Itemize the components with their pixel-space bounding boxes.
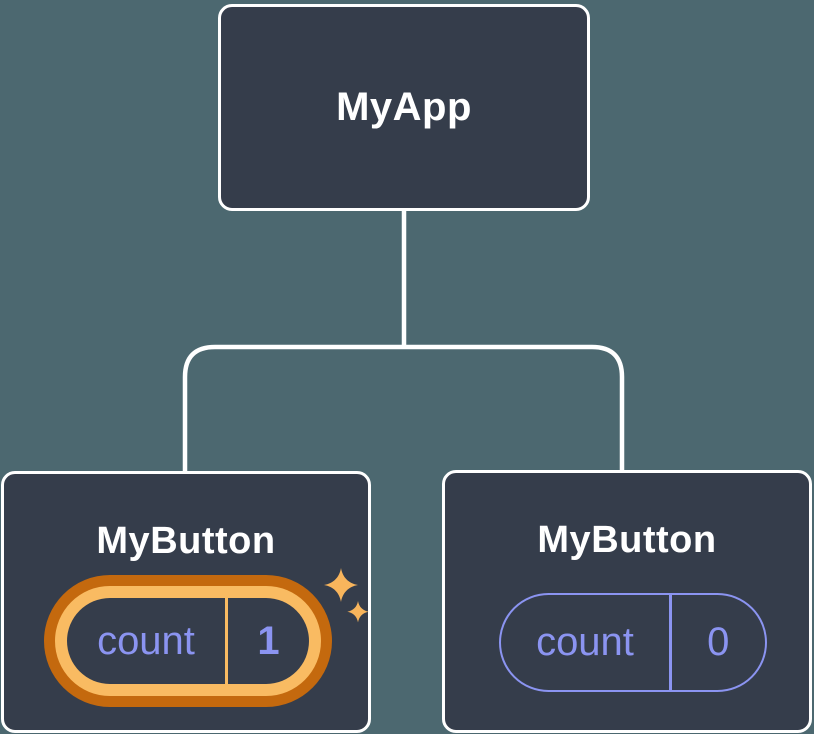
node-mybutton-right: MyButton count 0 (442, 470, 812, 733)
state-key: count (97, 618, 195, 663)
node-myapp: MyApp (218, 4, 590, 211)
state-value: 1 (257, 618, 280, 663)
node-mybutton-right-label: MyButton (537, 519, 717, 561)
state-pill-highlighted: count 1 (44, 575, 332, 707)
node-myapp-label: MyApp (336, 85, 472, 129)
state-value: 0 (707, 620, 730, 664)
state-pill-body: count 1 (67, 598, 309, 684)
highlight-ring: count 1 (55, 586, 321, 696)
sparkle-icon (324, 568, 369, 623)
state-divider (669, 595, 672, 690)
node-mybutton-left: MyButton count 1 (1, 471, 371, 733)
node-mybutton-left-label: MyButton (96, 520, 276, 562)
state-divider (225, 598, 228, 684)
state-pill-plain: count 0 (499, 593, 767, 692)
state-key: count (536, 620, 634, 664)
